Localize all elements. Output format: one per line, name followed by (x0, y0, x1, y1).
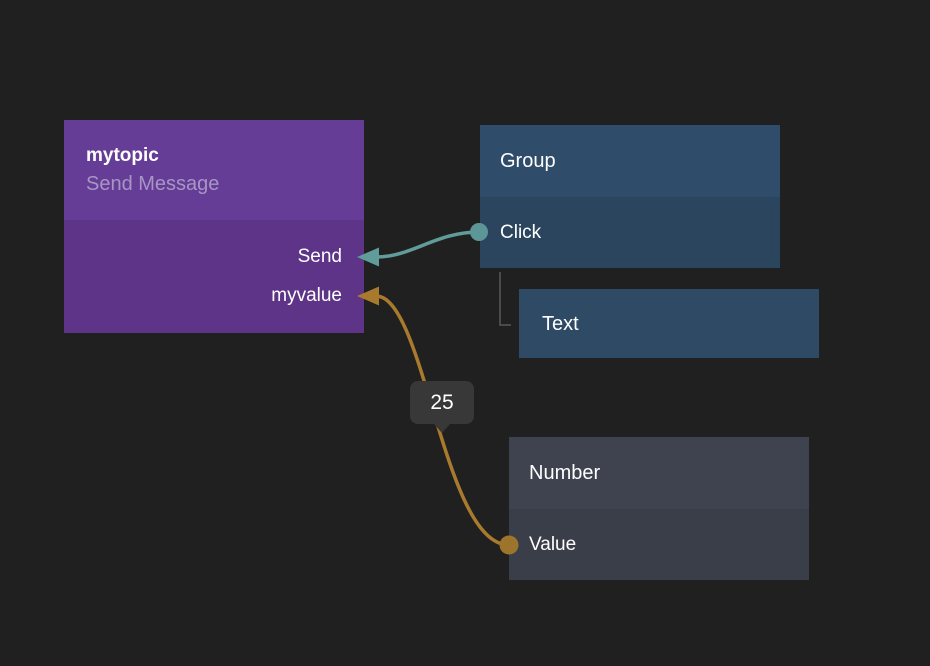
node-mytopic-body: Send myvalue (64, 220, 364, 333)
port-send[interactable]: Send (64, 238, 342, 277)
node-number-body: Value (509, 509, 809, 580)
value-badge: 25 (410, 381, 474, 424)
node-mytopic[interactable]: mytopic Send Message Send myvalue (64, 120, 364, 333)
port-value-label: Value (529, 533, 577, 555)
node-number-title: Number (529, 462, 601, 484)
port-send-label: Send (297, 246, 342, 267)
port-myvalue-label: myvalue (271, 285, 342, 306)
node-group-header: Group (480, 125, 780, 197)
node-group-body: Click (480, 197, 780, 268)
port-click-label: Click (500, 221, 542, 243)
value-badge-text: 25 (430, 390, 454, 414)
node-text-title: Text (542, 312, 579, 335)
port-click[interactable]: Click (500, 213, 780, 252)
node-number-header: Number (509, 437, 809, 509)
port-myvalue[interactable]: myvalue (64, 277, 342, 316)
node-mytopic-subtitle: Send Message (86, 173, 220, 195)
node-text[interactable]: Text (519, 289, 819, 358)
wire-click-to-send[interactable] (374, 230, 481, 259)
node-mytopic-title: mytopic (86, 145, 159, 166)
group-child-link-line (499, 272, 511, 326)
port-value[interactable]: Value (529, 525, 809, 564)
node-group[interactable]: Group Click (480, 125, 780, 268)
node-number[interactable]: Number Value (509, 437, 809, 580)
node-group-title: Group (500, 150, 556, 172)
node-mytopic-header: mytopic Send Message (64, 120, 364, 220)
